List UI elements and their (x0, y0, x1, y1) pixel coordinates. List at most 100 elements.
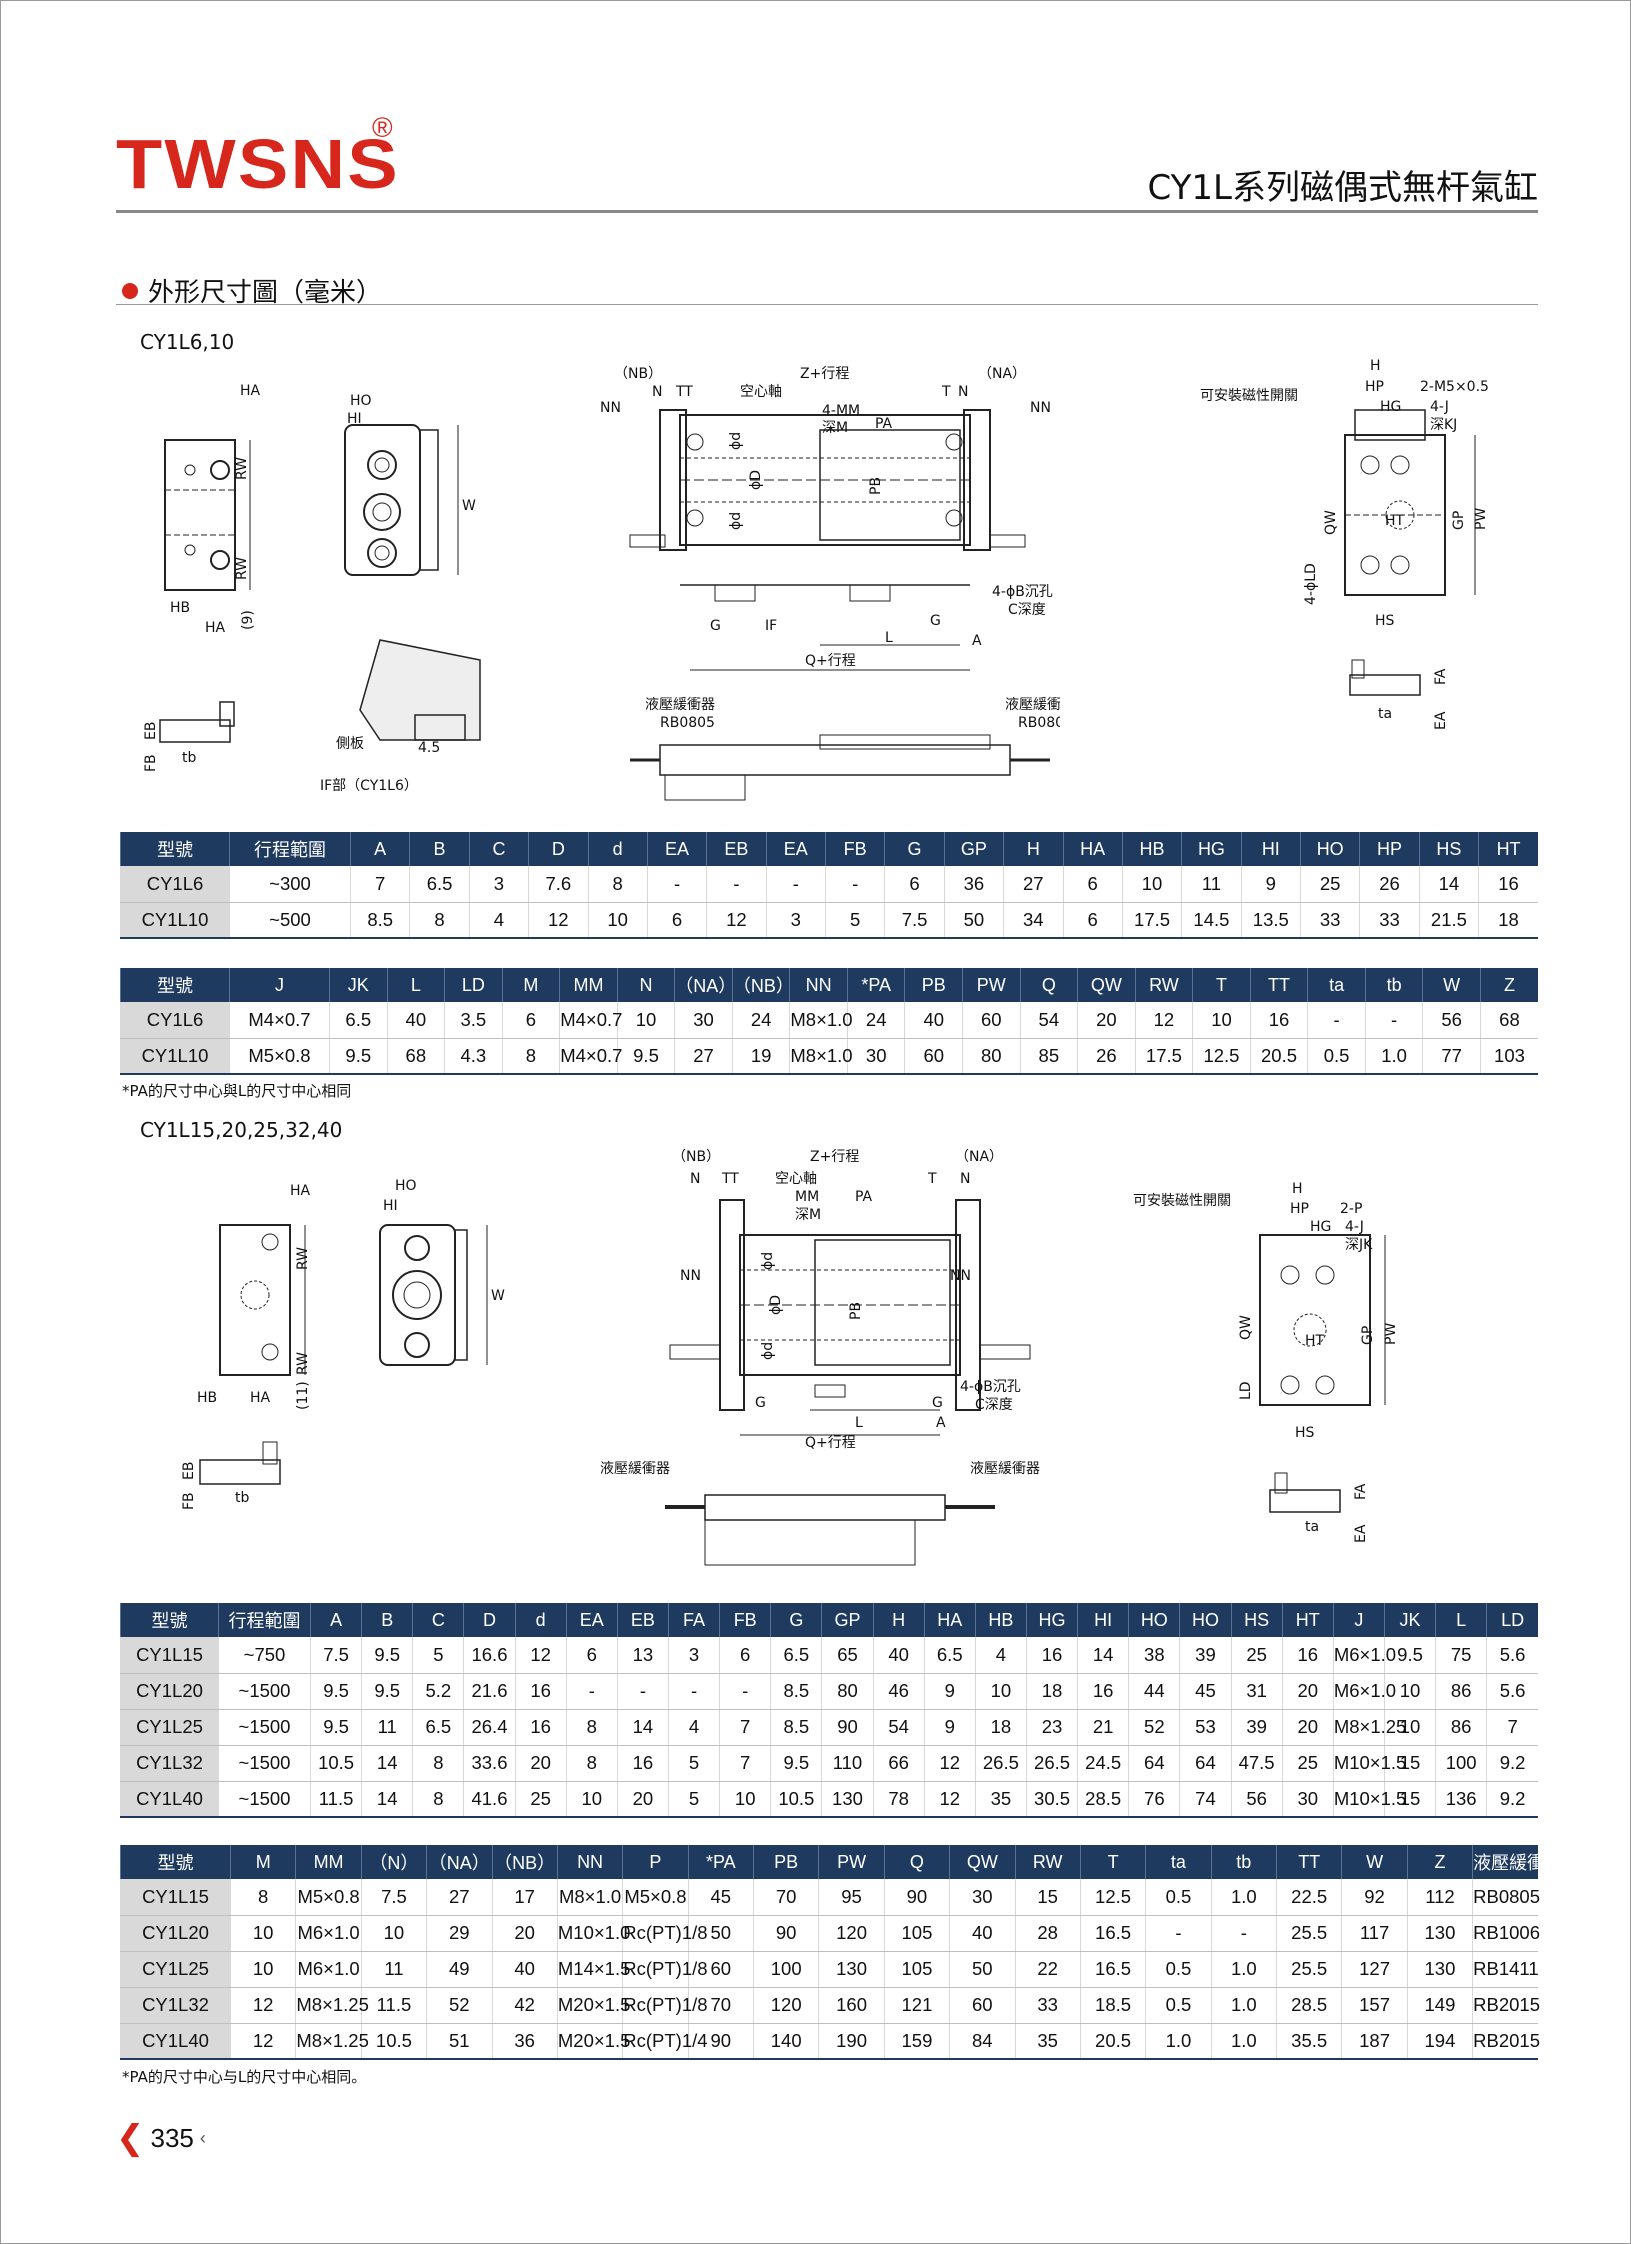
column-header: HI (1240, 832, 1301, 866)
table-cell: M8×1.25 (1332, 1709, 1406, 1746)
table-cell: 190 (818, 2023, 885, 2060)
diagram-side-view-small: HA RW RW HB HA (9) (140, 380, 280, 640)
table-cell: 47.5 (1230, 1745, 1283, 1782)
column-header: 行程範圍 (218, 1603, 311, 1637)
table-cell: 40 (949, 1915, 1015, 1952)
model-label-first: CY1L6,10 (140, 330, 235, 354)
table-cell: 46 (872, 1673, 925, 1710)
table-cell: 13.5 (1240, 902, 1301, 939)
dim-hp-large: HP (1290, 1201, 1309, 1217)
table-cell: 117 (1341, 1915, 1408, 1952)
dim-ha-bottom-large: HA (250, 1390, 271, 1406)
model-cell: CY1L25 (120, 1951, 231, 1988)
table-cell: 25 (1281, 1745, 1334, 1782)
dim-nb-small: （NB） (614, 366, 662, 382)
table-cell: ~1500 (218, 1709, 311, 1746)
table-cell: 8 (409, 902, 470, 939)
dim-ea-small: EA (1433, 711, 1449, 730)
table-cell: 31 (1230, 1673, 1283, 1710)
dim-phiD-large: ϕD (768, 1295, 784, 1315)
table-cell: 60 (687, 1951, 754, 1988)
table-cell: 35 (1014, 2023, 1081, 2060)
table-cell: 3 (667, 1637, 720, 1674)
table-cell: 26.5 (974, 1745, 1027, 1782)
dim-4j-large: 4-J (1345, 1219, 1364, 1235)
dim-nn-right-small: NN (1030, 400, 1051, 416)
model-cell: CY1L10 (120, 1038, 230, 1075)
table-cell: 36 (943, 866, 1004, 903)
table-cell: 16 (1281, 1637, 1334, 1674)
table-cell: 64 (1179, 1745, 1232, 1782)
table-cell: 50 (687, 1915, 754, 1952)
dim-h-small: H (1370, 358, 1381, 374)
table-cell: 4 (667, 1709, 720, 1746)
column-header: G (770, 1603, 822, 1637)
table-cell: 112 (1406, 1879, 1473, 1916)
table-cell: 95 (818, 1879, 885, 1916)
table-cell: 40 (904, 1002, 963, 1039)
table-cell: 105 (883, 1951, 950, 1988)
table-cell: 10 (974, 1673, 1027, 1710)
table-cell: 33 (1014, 1987, 1081, 2024)
table-cell: 20.5 (1079, 2023, 1146, 2060)
table-cell: 16.6 (463, 1637, 516, 1674)
table-cell: 127 (1341, 1951, 1408, 1988)
table-cell: 6.5 (412, 1709, 464, 1746)
table-cell: 11.5 (360, 1987, 427, 2024)
dim-l-large: L (855, 1415, 863, 1431)
column-header: EA (646, 832, 707, 866)
column-header: d (587, 832, 648, 866)
dim-ta-small: ta (1378, 706, 1392, 722)
column-header: PW (962, 968, 1021, 1002)
table-cell: - (719, 1673, 771, 1710)
column-header: M (501, 968, 560, 1002)
dim-nine: (9) (240, 610, 256, 630)
table-cell: 20 (1077, 1002, 1136, 1039)
table-cell: 7.5 (360, 1879, 427, 1916)
table-cell: 90 (687, 2023, 754, 2060)
table-cell: 70 (752, 1879, 819, 1916)
table-cell: 20 (491, 1915, 558, 1952)
table-cell: 130 (1406, 1951, 1473, 1988)
table-cell: 9 (923, 1709, 976, 1746)
dim-ht-large: HT (1305, 1333, 1325, 1349)
table-cell: 64 (1128, 1745, 1180, 1782)
column-header: d (514, 1603, 567, 1637)
table-cell: Rc(PT)1/8 (622, 1987, 708, 2024)
table-cell: 51 (426, 2023, 492, 2060)
table-cell: 25.5 (1275, 1951, 1342, 1988)
dim-ho-large: HO (395, 1178, 417, 1194)
column-header: P (622, 1845, 689, 1879)
dim-q-small: Q+行程 (805, 653, 856, 669)
table-cell: 12 (1134, 1002, 1193, 1039)
column-header: PB (752, 1845, 819, 1879)
dim-ta-large: ta (1305, 1519, 1319, 1535)
label-hollow-large: 空心軸 (775, 1171, 817, 1187)
dim-fb-large: FB (181, 1492, 197, 1510)
dim-h-large: H (1292, 1181, 1303, 1197)
dim-rw-top: RW (234, 457, 250, 480)
table-cell: 8 (229, 1879, 296, 1916)
dim-pb-large: PB (848, 1302, 864, 1320)
table-cell: 5 (667, 1781, 720, 1818)
dim-eb: EB (143, 722, 159, 740)
table-cell: 18.5 (1079, 1987, 1146, 2024)
table-cell: 9.5 (309, 1709, 362, 1746)
column-header: FB (824, 832, 885, 866)
dim-qw-small: QW (1323, 510, 1339, 535)
table-cell: 86 (1435, 1673, 1487, 1710)
table-cell: 160 (818, 1987, 885, 2024)
table-cell: 52 (426, 1987, 492, 2024)
table-cell: 9.5 (361, 1673, 413, 1710)
dim-na-large: （NA） (955, 1149, 1003, 1165)
table-cell: 9.5 (770, 1745, 822, 1782)
table-cell: 60 (949, 1987, 1015, 2024)
table-cell: 90 (752, 1915, 819, 1952)
table-cell: RB2015 (1472, 1987, 1540, 2024)
column-header: FB (719, 1603, 771, 1637)
table-cell: 121 (883, 1987, 950, 2024)
